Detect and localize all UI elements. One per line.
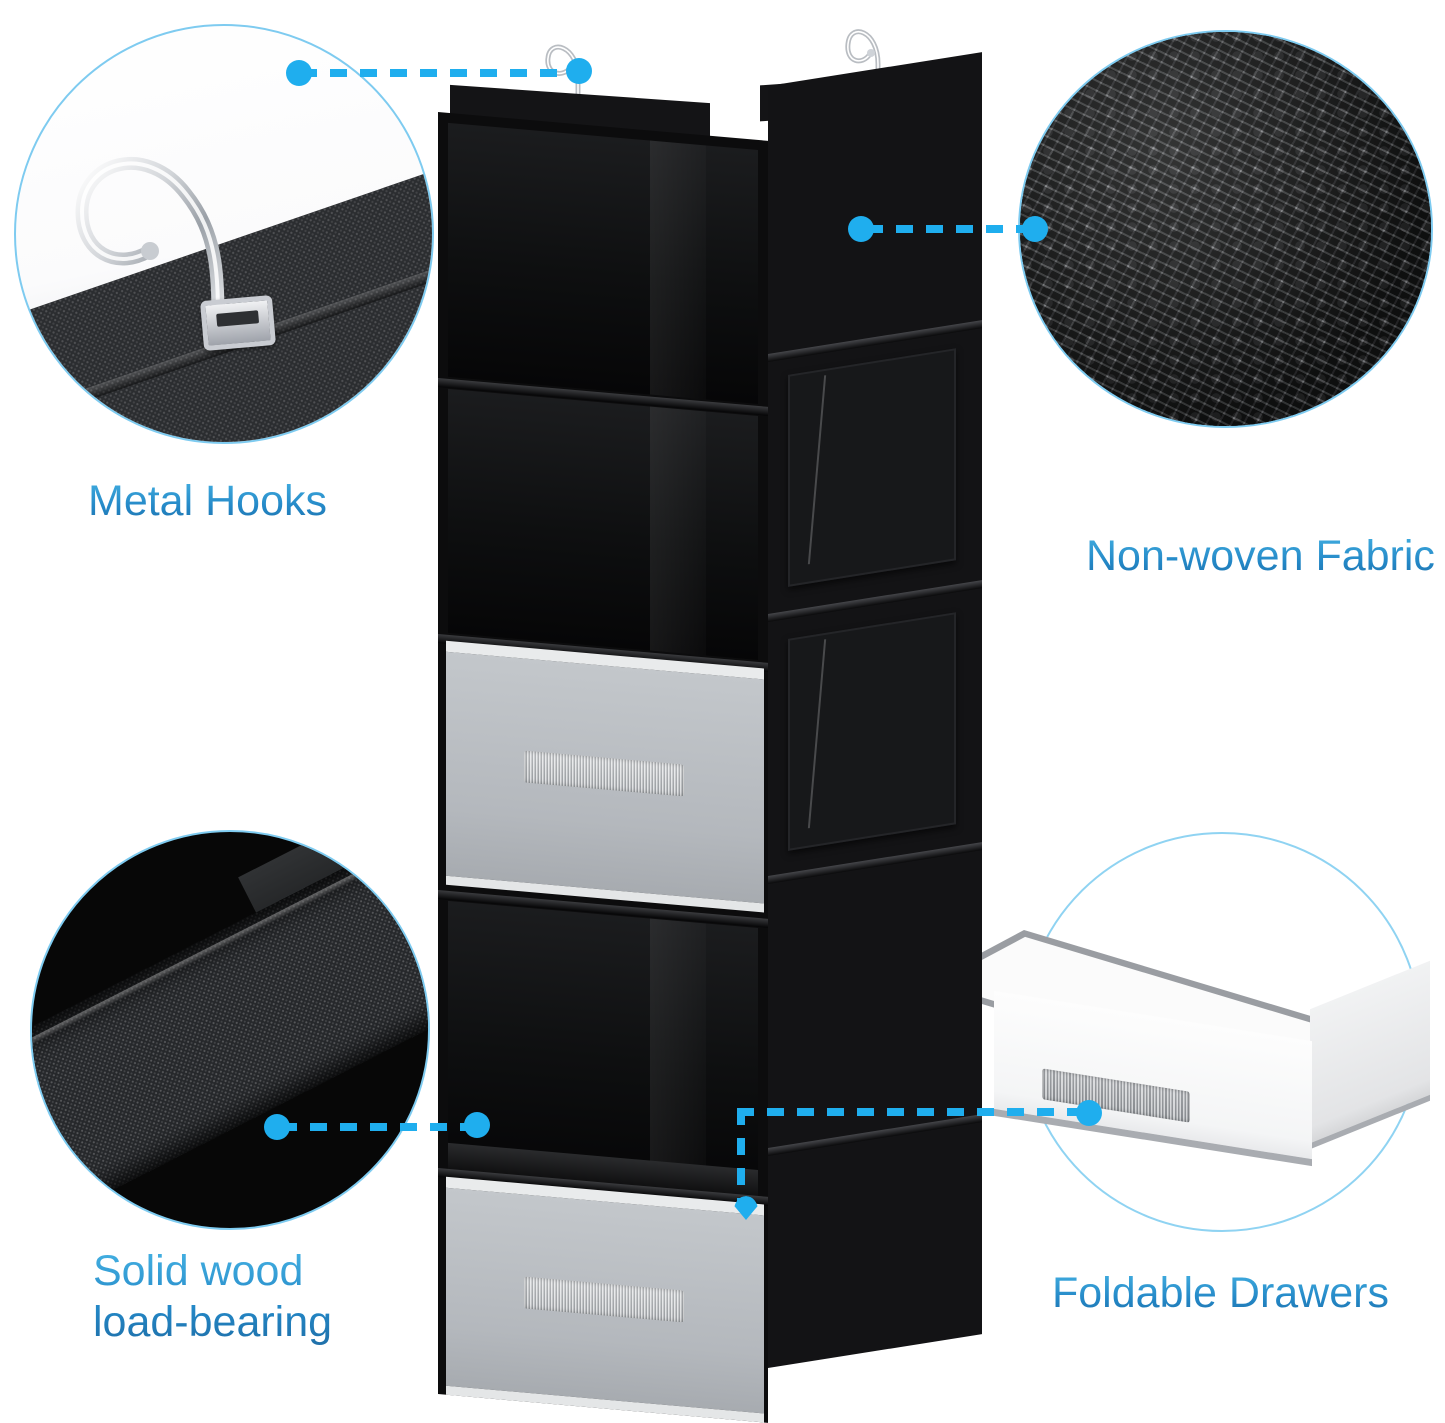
texture-sheen-overlay (1020, 32, 1431, 426)
drawer-side-panel (1310, 960, 1430, 1150)
side-shelf-divider-4 (768, 1114, 982, 1156)
feature-circle-non-woven-fabric (1018, 30, 1433, 428)
callout-line-fabric (866, 225, 1038, 233)
metal-hook-illustration (75, 157, 225, 337)
callout-dot-hooks-target (566, 58, 592, 84)
feature-circle-foldable-drawers (920, 832, 1430, 1232)
shelf-board-texture (32, 832, 428, 1228)
drawer-lower[interactable] (446, 1176, 764, 1423)
callout-dot-wood-target (464, 1112, 490, 1138)
side-pocket-lower (788, 612, 956, 851)
drawer-upper[interactable] (446, 640, 764, 913)
callout-line-hooks (300, 69, 578, 77)
metal-hook-clip (199, 294, 277, 352)
feature-label-foldable-drawers: Foldable Drawers (1052, 1269, 1389, 1317)
side-pocket-upper (788, 348, 956, 587)
callout-line-drawers-vertical (737, 1108, 745, 1202)
feature-label-non-woven-fabric: Non-woven Fabric (1086, 532, 1435, 580)
foldable-drawer-illustration (920, 930, 1445, 1167)
feature-label-solid-wood: Solid wood load-bearing (93, 1247, 333, 1346)
compartment-2-interior (448, 388, 758, 660)
organizer-front-face (438, 112, 768, 1423)
product-image-hanging-closet-organizer (430, 14, 990, 1423)
drawer-lower-handle[interactable] (524, 1276, 684, 1323)
organizer-side-panel (768, 52, 982, 1369)
compartment-1-interior (448, 122, 758, 404)
feature-circle-solid-wood (30, 830, 430, 1230)
feature-label-metal-hooks: Metal Hooks (88, 477, 327, 525)
callout-dot-drawers-source (1076, 1100, 1102, 1126)
callout-line-wood (280, 1123, 476, 1131)
callout-dot-fabric-target (1022, 216, 1048, 242)
drawer-upper-handle[interactable] (524, 750, 684, 797)
callout-line-drawers-horizontal (737, 1108, 1089, 1116)
feature-circle-metal-hooks (14, 24, 434, 444)
woven-texture-pattern (1020, 32, 1431, 426)
